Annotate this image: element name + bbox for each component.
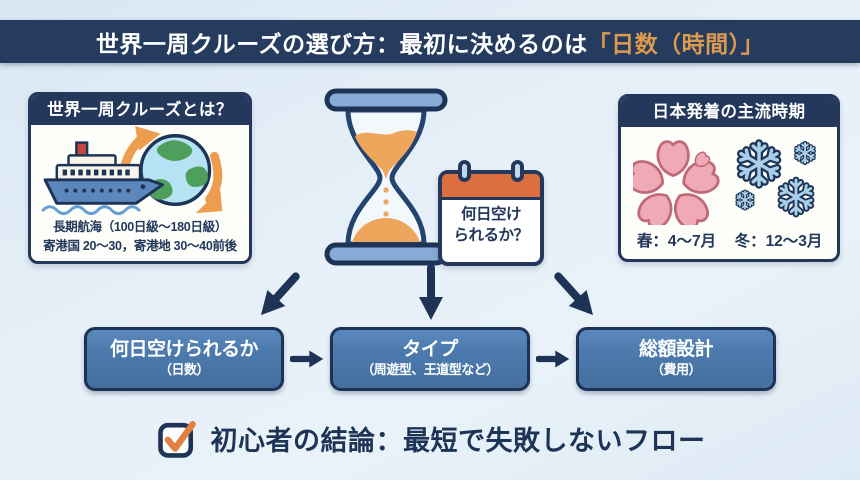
down-arrow-icon [419,264,443,320]
hourglass-icon [324,88,448,266]
flow-step-budget-sub: （費用） [650,362,702,378]
calendar-note: 何日空け られるか？ [438,160,544,266]
flow-step-type-sub: （周遊型、王道型など） [361,362,499,378]
winter-season: 冬：12〜3月 [732,135,826,251]
calendar-question: 何日空け られるか？ [442,200,540,247]
calendar-question-line1: 何日空け [460,206,522,223]
flow-step-budget: 総額設計 （費用） [576,327,776,391]
flow-step-budget-label: 総額設計 [638,339,714,361]
cruise-ports-text: 寄港国 20〜30，寄港地 30〜40前後 [43,239,237,254]
ship-globe-icon [41,125,223,216]
spring-season: 春：4〜7月 [632,135,721,251]
flow-step-days: 何日空けられるか （日数） [84,327,284,391]
branch-arrow-left [250,265,308,325]
ship-icon [41,141,164,216]
winter-label: 冬：12〜3月 [734,233,823,250]
calendar-header [442,174,540,200]
right-arrow-icon [536,350,570,368]
world-cruise-card-title: 世界一周クルーズとは？ [31,95,249,125]
flow-step-type: タイプ （周遊型、王道型など） [330,327,530,391]
calendar-question-line2: られるか？ [453,226,529,244]
world-cruise-description: 長期航海（100日級〜180日級） 寄港国 20〜30，寄港地 30〜40前後 [31,218,249,257]
branch-arrow-right [546,265,604,325]
circulation-arrows-icon [116,125,223,214]
flow-step-days-label: 何日空けられるか [109,339,259,361]
conclusion-text: 初心者の結論：最短で失敗しないフロー [210,425,706,456]
season-card-title: 日本発着の主流時期 [621,97,837,127]
flow-step-days-sub: （日数） [158,362,210,378]
calendar-ring-icon [458,160,471,182]
snowflakes-icon [732,135,826,225]
title-bar: 世界一周クルーズの選び方：最初に決めるのは「日数（時間）」 [0,20,860,63]
sakura-icon [632,140,721,225]
branch-arrow-center [418,264,444,322]
checkbox-icon [157,421,196,458]
cruise-duration-text: 長期航海（100日級〜180日級） [52,220,228,234]
down-right-arrow-icon [554,272,594,316]
ship-globe-illustration [31,125,249,218]
flow-step-type-label: タイプ [402,339,458,361]
decision-flow: 何日空けられるか （日数） タイプ （周遊型、王道型など） 総額設計 （費用） [0,327,860,391]
hourglass-illustration [320,86,452,268]
world-cruise-card: 世界一周クルーズとは？ [28,92,252,264]
right-arrow-icon [290,350,324,368]
conclusion-row: 初心者の結論：最短で失敗しないフロー [0,410,860,466]
down-left-arrow-icon [260,272,300,316]
page-title: 世界一周クルーズの選び方：最初に決めるのは [95,30,588,57]
page-title-highlight: 「日数（時間）」 [587,30,765,57]
calendar-ring-icon [511,160,524,182]
seasons-row: 春：4〜7月 [621,127,837,251]
season-card: 日本発着の主流時期 [618,94,840,262]
spring-label: 春：4〜7月 [636,233,717,250]
